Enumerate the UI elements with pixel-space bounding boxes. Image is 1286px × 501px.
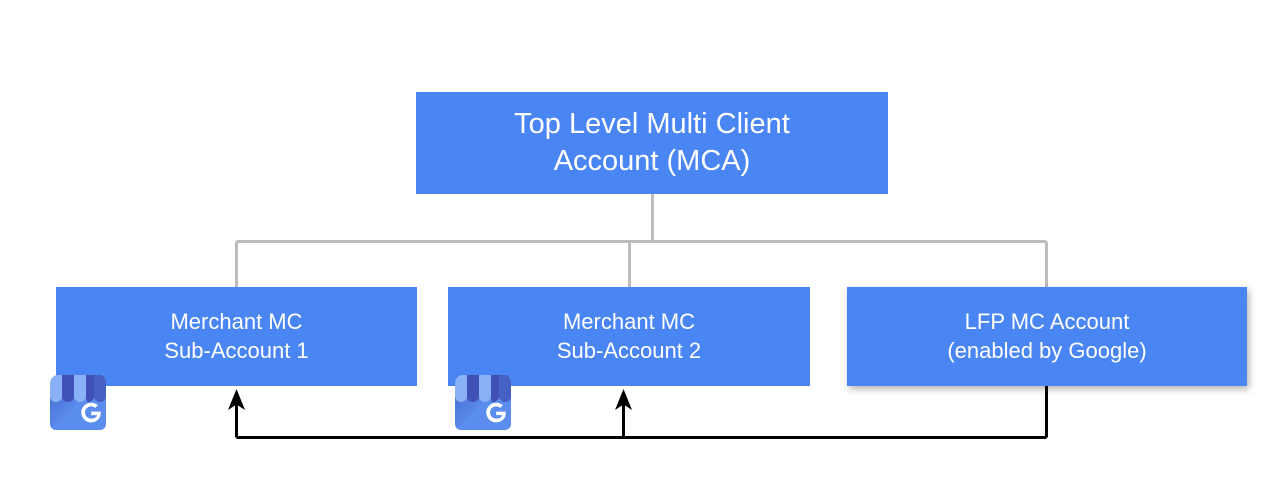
node-merchant-sub-account-2-label: Merchant MC Sub-Account 2 — [556, 309, 702, 363]
node-lfp-mc-account-label: LFP MC Account (enabled by Google) — [947, 309, 1147, 363]
feed-arrowhead-sub1 — [228, 389, 245, 410]
feed-arrowhead-sub2 — [615, 389, 632, 410]
node-top-level-mca-label: Top Level Multi Client Account (MCA) — [514, 107, 790, 177]
google-g-glyph — [81, 402, 101, 423]
node-merchant-sub-account-2[interactable]: Merchant MC Sub-Account 2 — [448, 287, 810, 386]
google-business-profile-icon — [50, 375, 106, 430]
google-business-profile-icon — [455, 375, 511, 430]
node-top-level-mca[interactable]: Top Level Multi Client Account (MCA) — [416, 92, 888, 194]
google-g-glyph — [486, 402, 506, 423]
node-lfp-mc-account[interactable]: LFP MC Account (enabled by Google) — [847, 287, 1247, 386]
node-merchant-sub-account-1-label: Merchant MC Sub-Account 1 — [164, 309, 309, 363]
node-merchant-sub-account-1[interactable]: Merchant MC Sub-Account 1 — [56, 287, 417, 386]
